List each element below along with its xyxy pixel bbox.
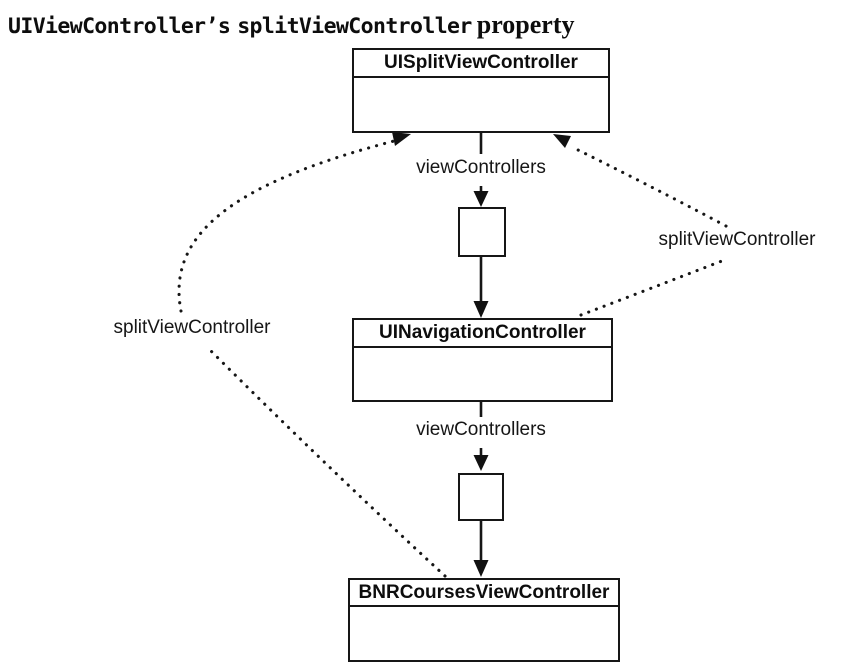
edge-label-splitviewcontroller-right: splitViewController [658, 229, 816, 250]
class-box-uisplitviewcontroller: UISplitViewController [352, 48, 610, 133]
title-code-splitviewcontroller: splitViewController [237, 14, 472, 39]
dotted-line-courses-to-left-label [205, 345, 447, 578]
dotted-line-nav-to-right-label [579, 257, 729, 317]
class-box-uinavigationcontroller-title: UINavigationController [354, 320, 611, 348]
edge-label-viewcontrollers-top: viewControllers [416, 157, 546, 178]
dotted-arrowhead-left-into-split [392, 132, 411, 146]
dotted-line-left-label-to-split [177, 138, 400, 313]
edge-label-splitviewcontroller-left: splitViewController [113, 317, 271, 338]
arrowhead-into-nav [473, 301, 489, 318]
arrowhead-into-node1 [473, 191, 489, 207]
title-word-property: property [476, 10, 575, 39]
arrowhead-into-node2 [473, 455, 489, 471]
dotted-line-right-label-to-split [570, 145, 728, 228]
arrowhead-into-courses [473, 560, 489, 577]
class-box-bnrcoursesviewcontroller-title: BNRCoursesViewController [350, 580, 618, 607]
array-node-square-top [458, 207, 506, 257]
array-node-square-bottom [458, 473, 504, 521]
class-box-uisplitviewcontroller-title: UISplitViewController [354, 50, 608, 78]
title-code-uiviewcontroller: UIViewController’s [8, 14, 231, 39]
edge-label-viewcontrollers-bottom: viewControllers [416, 419, 546, 440]
class-box-uinavigationcontroller: UINavigationController [352, 318, 613, 402]
class-box-bnrcoursesviewcontroller: BNRCoursesViewController [348, 578, 620, 662]
dotted-arrowhead-right-into-split [553, 134, 571, 148]
